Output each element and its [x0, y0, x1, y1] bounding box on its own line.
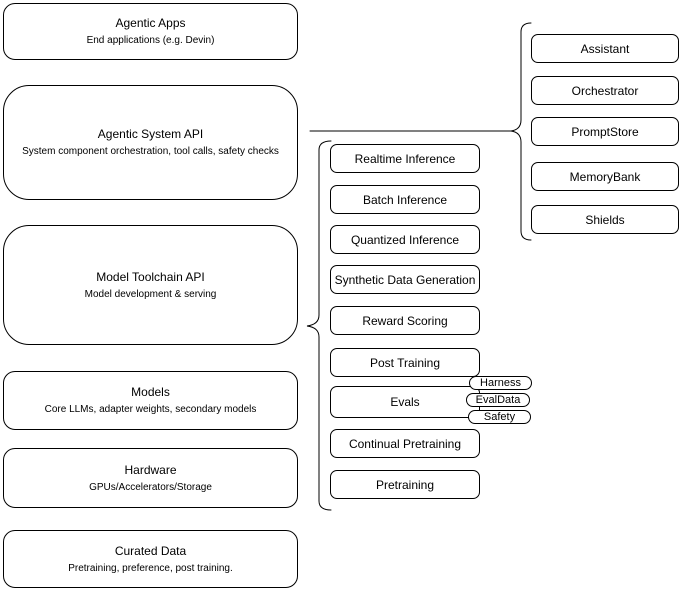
node-label: Post Training — [369, 355, 441, 370]
node-memorybank: MemoryBank — [531, 162, 679, 191]
node-title: Agentic Apps — [115, 16, 186, 30]
node-title: Agentic System API — [97, 127, 204, 141]
node-label: Continual Pretraining — [348, 436, 462, 451]
node-label: MemoryBank — [569, 169, 641, 184]
node-title: Hardware — [124, 462, 177, 477]
node-label: PromptStore — [571, 124, 639, 139]
node-shields: Shields — [531, 205, 679, 234]
node-title: Curated Data — [114, 543, 187, 558]
components-brace — [510, 22, 532, 241]
node-subtitle: End applications (e.g. Devin) — [86, 35, 215, 46]
node-assistant: Assistant — [531, 34, 679, 63]
node-agentic-apps: Agentic Apps End applications (e.g. Devi… — [3, 3, 298, 60]
node-subtitle: Pretraining, preference, post training. — [68, 562, 233, 574]
node-continual-pretraining: Continual Pretraining — [330, 429, 480, 458]
node-label: Realtime Inference — [354, 151, 456, 166]
pill-label: EvalData — [475, 393, 521, 406]
node-label: Evals — [390, 395, 420, 409]
pill-label: Harness — [480, 376, 521, 389]
node-agentic-system-api: Agentic System API System component orch… — [3, 85, 298, 200]
node-pretraining: Pretraining — [330, 470, 480, 499]
pill-safety: Safety — [468, 410, 531, 424]
node-label: Quantized Inference — [350, 232, 460, 247]
node-subtitle: Core LLMs, adapter weights, secondary mo… — [44, 404, 257, 415]
node-label: Shields — [585, 212, 625, 227]
toolchain-brace — [306, 140, 332, 511]
node-label: Orchestrator — [571, 83, 639, 98]
pill-label: Safety — [483, 410, 516, 423]
node-model-toolchain-api: Model Toolchain API Model development & … — [3, 225, 298, 345]
node-label: Batch Inference — [362, 192, 448, 207]
pill-harness: Harness — [469, 376, 532, 390]
node-hardware: Hardware GPUs/Accelerators/Storage — [3, 448, 298, 508]
node-title: Model Toolchain API — [96, 269, 205, 284]
node-orchestrator: Orchestrator — [531, 76, 679, 105]
node-label: Assistant — [580, 41, 630, 56]
node-subtitle: System component orchestration, tool cal… — [22, 146, 279, 157]
node-subtitle: GPUs/Accelerators/Storage — [89, 481, 212, 493]
node-label: Reward Scoring — [362, 313, 448, 328]
node-reward-scoring: Reward Scoring — [330, 306, 480, 335]
node-title: Models — [131, 385, 170, 399]
node-quantized-inference: Quantized Inference — [330, 225, 480, 254]
node-batch-inference: Batch Inference — [330, 185, 480, 214]
node-realtime-inference: Realtime Inference — [330, 144, 480, 173]
node-label: Pretraining — [375, 477, 435, 492]
node-subtitle: Model development & serving — [84, 288, 217, 300]
node-label: Synthetic Data Generation — [334, 272, 476, 287]
node-promptstore: PromptStore — [531, 117, 679, 146]
node-models: Models Core LLMs, adapter weights, secon… — [3, 371, 298, 430]
pill-evaldata: EvalData — [466, 393, 530, 407]
node-curated-data: Curated Data Pretraining, preference, po… — [3, 530, 298, 588]
node-evals: Evals — [330, 386, 480, 418]
node-synthetic-data-generation: Synthetic Data Generation — [330, 265, 480, 294]
node-post-training: Post Training — [330, 348, 480, 377]
